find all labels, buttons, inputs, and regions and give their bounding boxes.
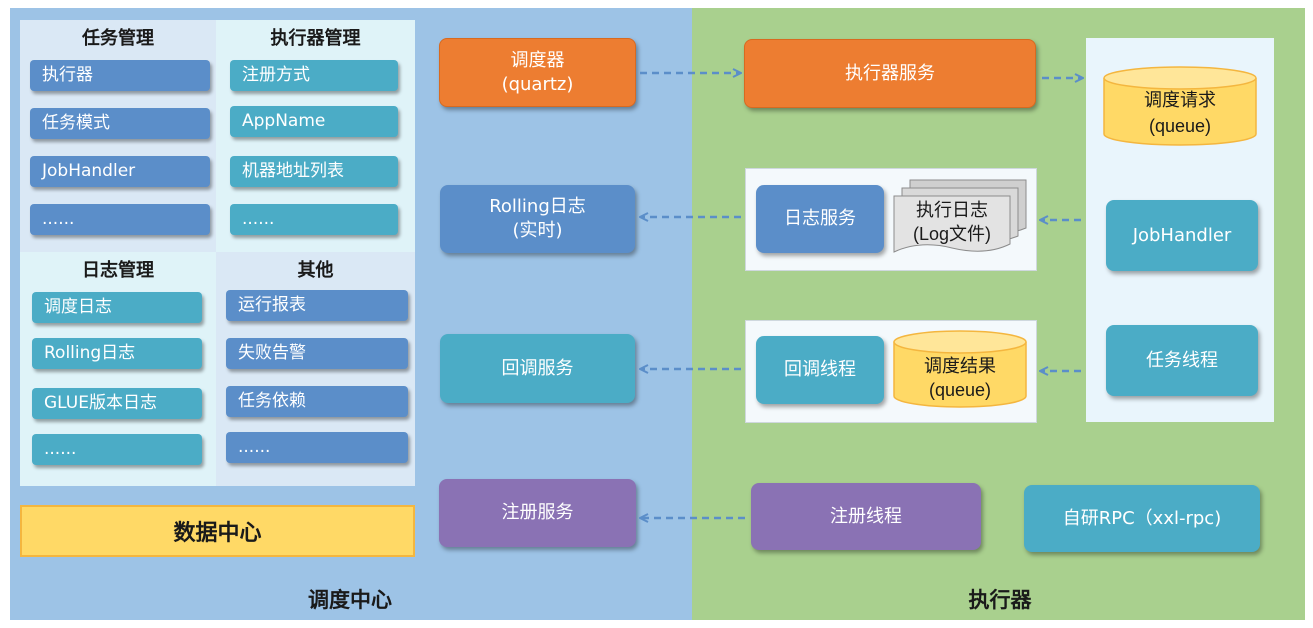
other-item-more[interactable]: ...... xyxy=(226,432,408,463)
log-file-line1: 执行日志 xyxy=(916,200,988,220)
registry-thread-box[interactable]: 注册线程 xyxy=(751,483,981,550)
log-mgmt-title: 日志管理 xyxy=(82,260,154,281)
schedule-request-line1: 调度请求 xyxy=(1144,90,1216,110)
schedule-result-cylinder xyxy=(893,330,1027,408)
task-mgmt-item-executor[interactable]: 执行器 xyxy=(30,60,210,91)
executor-mgmt-item-more[interactable]: ...... xyxy=(230,204,398,235)
log-mgmt-item-more[interactable]: ...... xyxy=(32,434,202,465)
callback-service-label: 回调服务 xyxy=(501,357,574,379)
other-item-alarm[interactable]: 失败告警 xyxy=(226,338,408,369)
task-mgmt-section: 任务管理 执行器 任务模式 JobHandler ...... xyxy=(20,20,216,252)
executor-title: 执行器 xyxy=(968,588,1032,612)
executor-mgmt-title: 执行器管理 xyxy=(270,28,361,49)
executor-service-label: 执行器服务 xyxy=(845,62,935,84)
scheduler-center-title: 调度中心 xyxy=(308,588,392,612)
executor-mgmt-item-registry[interactable]: 注册方式 xyxy=(230,60,398,91)
scheduler-quartz-label: 调度器 (quartz) xyxy=(501,49,574,95)
schedule-request-cylinder xyxy=(1103,66,1257,146)
other-title: 其他 xyxy=(297,260,334,281)
registry-thread-label: 注册线程 xyxy=(830,505,902,527)
rpc-box[interactable]: 自研RPC（xxl-rpc) xyxy=(1024,485,1260,552)
task-mgmt-item-mode[interactable]: 任务模式 xyxy=(30,108,210,139)
executor-mgmt-item-address-list[interactable]: 机器地址列表 xyxy=(230,156,398,187)
other-item-dependency[interactable]: 任务依赖 xyxy=(226,386,408,417)
log-mgmt-item-glue-log[interactable]: GLUE版本日志 xyxy=(32,388,202,419)
other-item-report[interactable]: 运行报表 xyxy=(226,290,408,321)
log-mgmt-item-rolling-log[interactable]: Rolling日志 xyxy=(32,338,202,369)
log-mgmt-section: 日志管理 调度日志 Rolling日志 GLUE版本日志 ...... xyxy=(20,252,216,486)
registry-service-label: 注册服务 xyxy=(501,502,574,523)
executor-mgmt-item-appname[interactable]: AppName xyxy=(230,106,398,137)
log-mgmt-item-schedule-log[interactable]: 调度日志 xyxy=(32,292,202,323)
log-service-box[interactable]: 日志服务 xyxy=(756,185,884,253)
other-section: 其他 运行报表 失败告警 任务依赖 ...... xyxy=(216,252,415,486)
callback-thread-label: 回调线程 xyxy=(784,359,856,380)
schedule-result-line2: (queue) xyxy=(929,380,991,400)
task-mgmt-item-jobhandler[interactable]: JobHandler xyxy=(30,156,210,187)
executor-service-box[interactable]: 执行器服务 xyxy=(744,39,1036,108)
jobhandler-box[interactable]: JobHandler xyxy=(1106,200,1258,271)
task-thread-box[interactable]: 任务线程 xyxy=(1106,325,1258,396)
jobhandler-label: JobHandler xyxy=(1132,224,1232,246)
schedule-result-line1: 调度结果 xyxy=(924,356,996,376)
callback-service-box[interactable]: 回调服务 xyxy=(440,334,635,403)
scheduler-quartz-box[interactable]: 调度器 (quartz) xyxy=(439,38,636,107)
task-thread-label: 任务线程 xyxy=(1146,349,1218,371)
data-center-label: 数据中心 xyxy=(173,521,262,546)
log-service-label: 日志服务 xyxy=(784,208,856,229)
data-center: 数据中心 xyxy=(20,505,415,557)
rolling-log-box[interactable]: Rolling日志 (实时) xyxy=(440,185,635,253)
rolling-log-label: Rolling日志 (实时) xyxy=(489,196,586,241)
log-file-line2: (Log文件) xyxy=(913,224,991,244)
task-mgmt-item-more[interactable]: ...... xyxy=(30,204,210,235)
schedule-request-line2: (queue) xyxy=(1149,116,1211,136)
callback-thread-box[interactable]: 回调线程 xyxy=(756,336,884,404)
rpc-label: 自研RPC（xxl-rpc) xyxy=(1062,507,1222,529)
executor-mgmt-section: 执行器管理 注册方式 AppName 机器地址列表 ...... xyxy=(216,20,415,252)
log-file-icon xyxy=(893,179,1027,253)
registry-service-box[interactable]: 注册服务 xyxy=(439,479,636,547)
task-mgmt-title: 任务管理 xyxy=(82,28,154,49)
